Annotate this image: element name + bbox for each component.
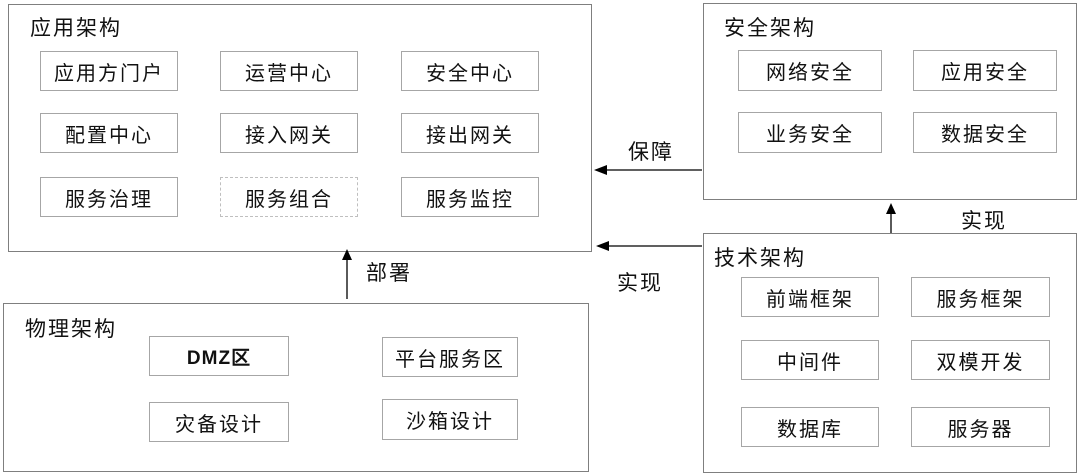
node-server: 服务器 <box>911 407 1050 447</box>
panel-title-technical-architecture: 技术架构 <box>714 246 806 270</box>
node-service-governance: 服务治理 <box>40 177 178 217</box>
node-platform-service-zone: 平台服务区 <box>382 337 518 377</box>
node-sandbox-design: 沙箱设计 <box>382 399 518 440</box>
node-security-center: 安全中心 <box>401 51 539 91</box>
panel-title-security-architecture: 安全架构 <box>724 16 816 40</box>
panel-title-physical-architecture: 物理架构 <box>25 317 117 341</box>
node-dual-mode-development: 双模开发 <box>911 340 1050 380</box>
node-business-security: 业务安全 <box>738 112 882 153</box>
node-service-composition: 服务组合 <box>220 177 358 217</box>
realize-security-arrow <box>886 203 896 233</box>
panel-title-application-architecture: 应用架构 <box>30 16 122 40</box>
guarantee-arrow <box>594 165 702 175</box>
node-config-center: 配置中心 <box>40 113 178 153</box>
node-service-framework: 服务框架 <box>911 277 1050 317</box>
arrow-label-deploy: 部署 <box>366 261 412 285</box>
panel-security-architecture <box>703 3 1077 200</box>
realize-app-arrow <box>596 241 702 251</box>
arrow-label-realize-security: 实现 <box>961 209 1007 233</box>
panel-physical-architecture <box>3 303 589 472</box>
deploy-arrow <box>342 249 352 299</box>
arrow-label-guarantee: 保障 <box>628 140 674 164</box>
node-network-security: 网络安全 <box>738 50 882 91</box>
node-frontend-framework: 前端框架 <box>741 277 879 317</box>
node-inbound-gateway: 接入网关 <box>220 113 358 153</box>
node-operation-center: 运营中心 <box>220 51 358 91</box>
node-database: 数据库 <box>741 407 879 447</box>
node-dmz-zone: DMZ区 <box>149 336 289 376</box>
node-middleware: 中间件 <box>741 340 879 380</box>
node-data-security: 数据安全 <box>913 112 1057 153</box>
node-service-monitoring: 服务监控 <box>401 177 539 217</box>
node-outbound-gateway: 接出网关 <box>401 113 539 153</box>
node-application-security: 应用安全 <box>913 50 1057 91</box>
node-disaster-recovery-design: 灾备设计 <box>149 402 289 442</box>
node-application-portal: 应用方门户 <box>40 51 178 91</box>
arrow-label-realize-app: 实现 <box>617 271 663 295</box>
